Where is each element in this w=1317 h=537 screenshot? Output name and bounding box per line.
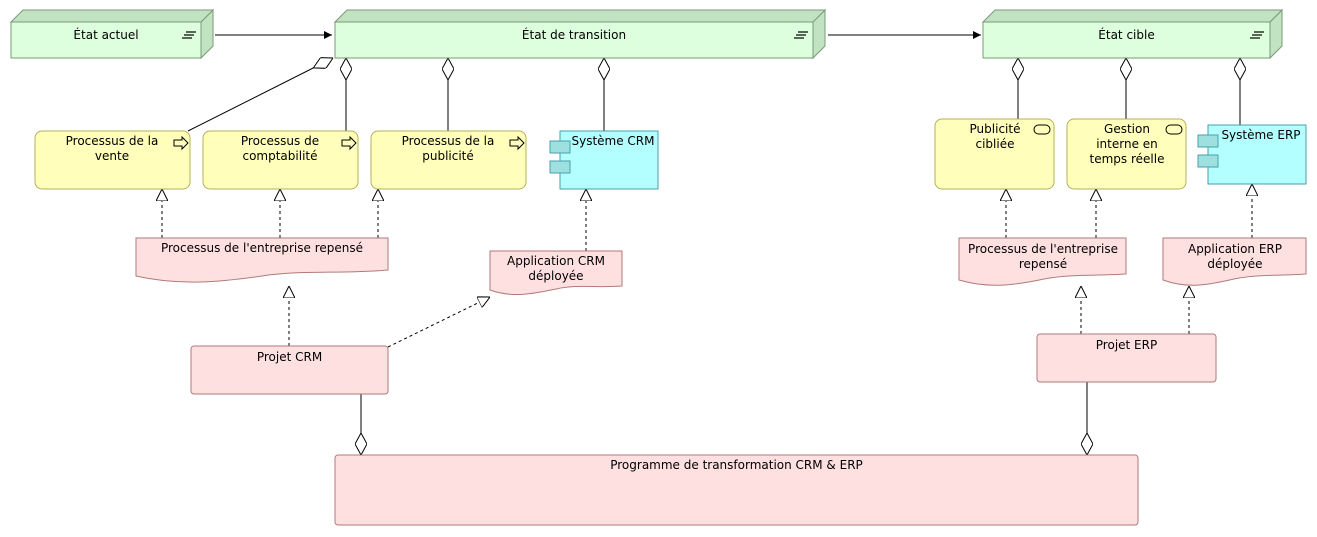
plateau-transition[interactable]	[333, 8, 827, 60]
component-erp-system[interactable]	[1197, 124, 1307, 185]
process-advertising-label: Processus de la publicité	[401, 134, 495, 163]
deliverable-crm-app[interactable]	[489, 250, 623, 296]
plateau-transition-label: État de transition	[521, 28, 627, 42]
service-mgmt-label: Gestion interne en temps réelle	[1089, 122, 1165, 166]
component-icon	[1197, 134, 1219, 168]
service-icon	[1165, 124, 1183, 135]
component-erp-label: Système ERP	[1221, 128, 1301, 142]
deliverable-business-left[interactable]	[135, 237, 389, 283]
workpackage-crm-project[interactable]	[190, 345, 389, 395]
process-sales[interactable]	[34, 130, 191, 190]
deliverable-erp-app-label: Application ERP déployée	[1187, 242, 1283, 271]
component-crm-system[interactable]	[549, 130, 659, 190]
workpackage-erp-project[interactable]	[1036, 333, 1217, 383]
plateau-current-label: État actuel	[73, 28, 139, 42]
plateau-target-label: État cible	[1098, 28, 1155, 42]
aggregation-transition-sales[interactable]	[187, 58, 333, 132]
connections	[162, 31, 1252, 455]
process-accounting-label: Processus de comptabilité	[240, 134, 320, 163]
service-icon	[1033, 124, 1051, 135]
workpackage-crm-label: Projet CRM	[256, 350, 323, 364]
component-crm-label: Système CRM	[571, 134, 655, 148]
process-sales-label: Processus de la vente	[65, 134, 159, 163]
component-icon	[549, 140, 571, 174]
workpackage-erp-label: Projet ERP	[1095, 338, 1158, 352]
deliverable-business-left-label: Processus de l'entreprise repensé	[160, 241, 363, 255]
deliverable-crm-app-label: Application CRM déployée	[507, 254, 605, 283]
realization-crmproject-crmapp[interactable]	[387, 297, 490, 348]
plateau-icon	[1250, 31, 1264, 39]
deliverable-erp-app[interactable]	[1162, 237, 1307, 286]
plateau-icon	[794, 31, 808, 39]
process-arrow-icon	[341, 135, 357, 151]
service-targeted-ads[interactable]	[934, 118, 1055, 190]
plateau-current[interactable]	[9, 8, 215, 60]
service-ads-label: Publicité cibliée	[969, 122, 1021, 151]
workpackage-program[interactable]	[334, 454, 1139, 526]
process-arrow-icon	[173, 135, 189, 151]
process-arrow-icon	[509, 135, 525, 151]
workpackage-program-label: Programme de transformation CRM & ERP	[610, 458, 863, 472]
deliverable-business-right-label: Processus de l'entreprise repensé	[968, 242, 1118, 271]
service-internal-mgmt[interactable]	[1066, 118, 1187, 190]
process-advertising[interactable]	[370, 130, 527, 190]
plateau-icon	[182, 31, 196, 39]
process-accounting[interactable]	[202, 130, 359, 190]
deliverable-business-right[interactable]	[958, 237, 1127, 286]
plateau-target[interactable]	[981, 8, 1284, 60]
